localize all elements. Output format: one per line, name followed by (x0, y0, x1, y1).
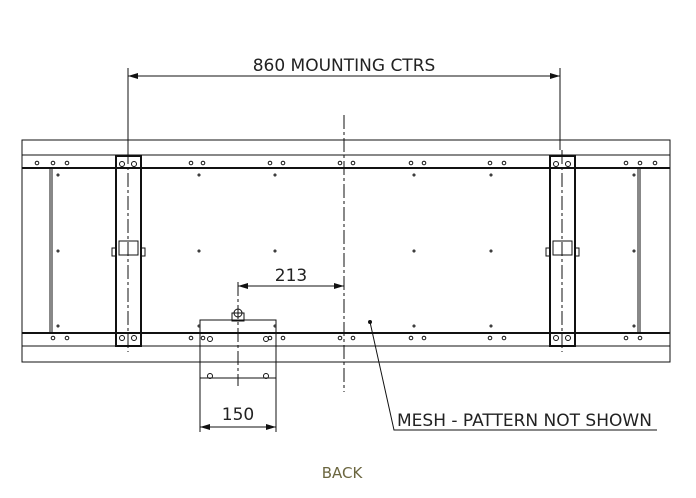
box-width-label: 150 (222, 405, 254, 425)
hole (412, 249, 416, 253)
junction-box (199, 282, 277, 386)
view-label: BACK (322, 464, 364, 482)
hole (188, 160, 194, 166)
hole (412, 324, 416, 328)
hole (623, 335, 629, 341)
hole (273, 249, 277, 253)
hole (64, 160, 70, 166)
hole (34, 160, 40, 166)
hole (273, 173, 277, 177)
hole (280, 335, 286, 341)
hole (501, 335, 507, 341)
hole (489, 173, 493, 177)
hole (197, 249, 201, 253)
hole (421, 335, 427, 341)
fastener-holes (34, 160, 658, 341)
hole (489, 324, 493, 328)
hole (350, 335, 356, 341)
dimension-213: 213 (238, 266, 344, 289)
hole (501, 160, 507, 166)
hole (50, 335, 56, 341)
hole (337, 160, 343, 166)
hole (188, 335, 194, 341)
dimension-860: 860 MOUNTING CTRS (127, 56, 561, 150)
hole (350, 160, 356, 166)
hole (267, 160, 273, 166)
hole (197, 173, 201, 177)
hole (421, 160, 427, 166)
hole (489, 249, 493, 253)
hole (200, 160, 206, 166)
hole (408, 335, 414, 341)
hole (487, 160, 493, 166)
hole (280, 160, 286, 166)
hole (487, 335, 493, 341)
hole (56, 249, 60, 253)
hole (632, 173, 636, 177)
hole (408, 160, 414, 166)
hole (337, 335, 343, 341)
hole (652, 160, 658, 166)
mounting-centers-label: 860 MOUNTING CTRS (253, 56, 436, 76)
hole (200, 335, 206, 341)
hole (50, 160, 56, 166)
mesh-leader: MESH - PATTERN NOT SHOWN (368, 320, 657, 431)
hole (637, 160, 643, 166)
hole (632, 249, 636, 253)
hole (632, 324, 636, 328)
dimension-150: 150 (199, 378, 277, 432)
hole (64, 335, 70, 341)
hole (56, 324, 60, 328)
offset-label: 213 (275, 266, 307, 286)
hole (56, 173, 60, 177)
hole (412, 173, 416, 177)
hole (637, 335, 643, 341)
hole (623, 160, 629, 166)
mesh-note: MESH - PATTERN NOT SHOWN (397, 411, 652, 431)
